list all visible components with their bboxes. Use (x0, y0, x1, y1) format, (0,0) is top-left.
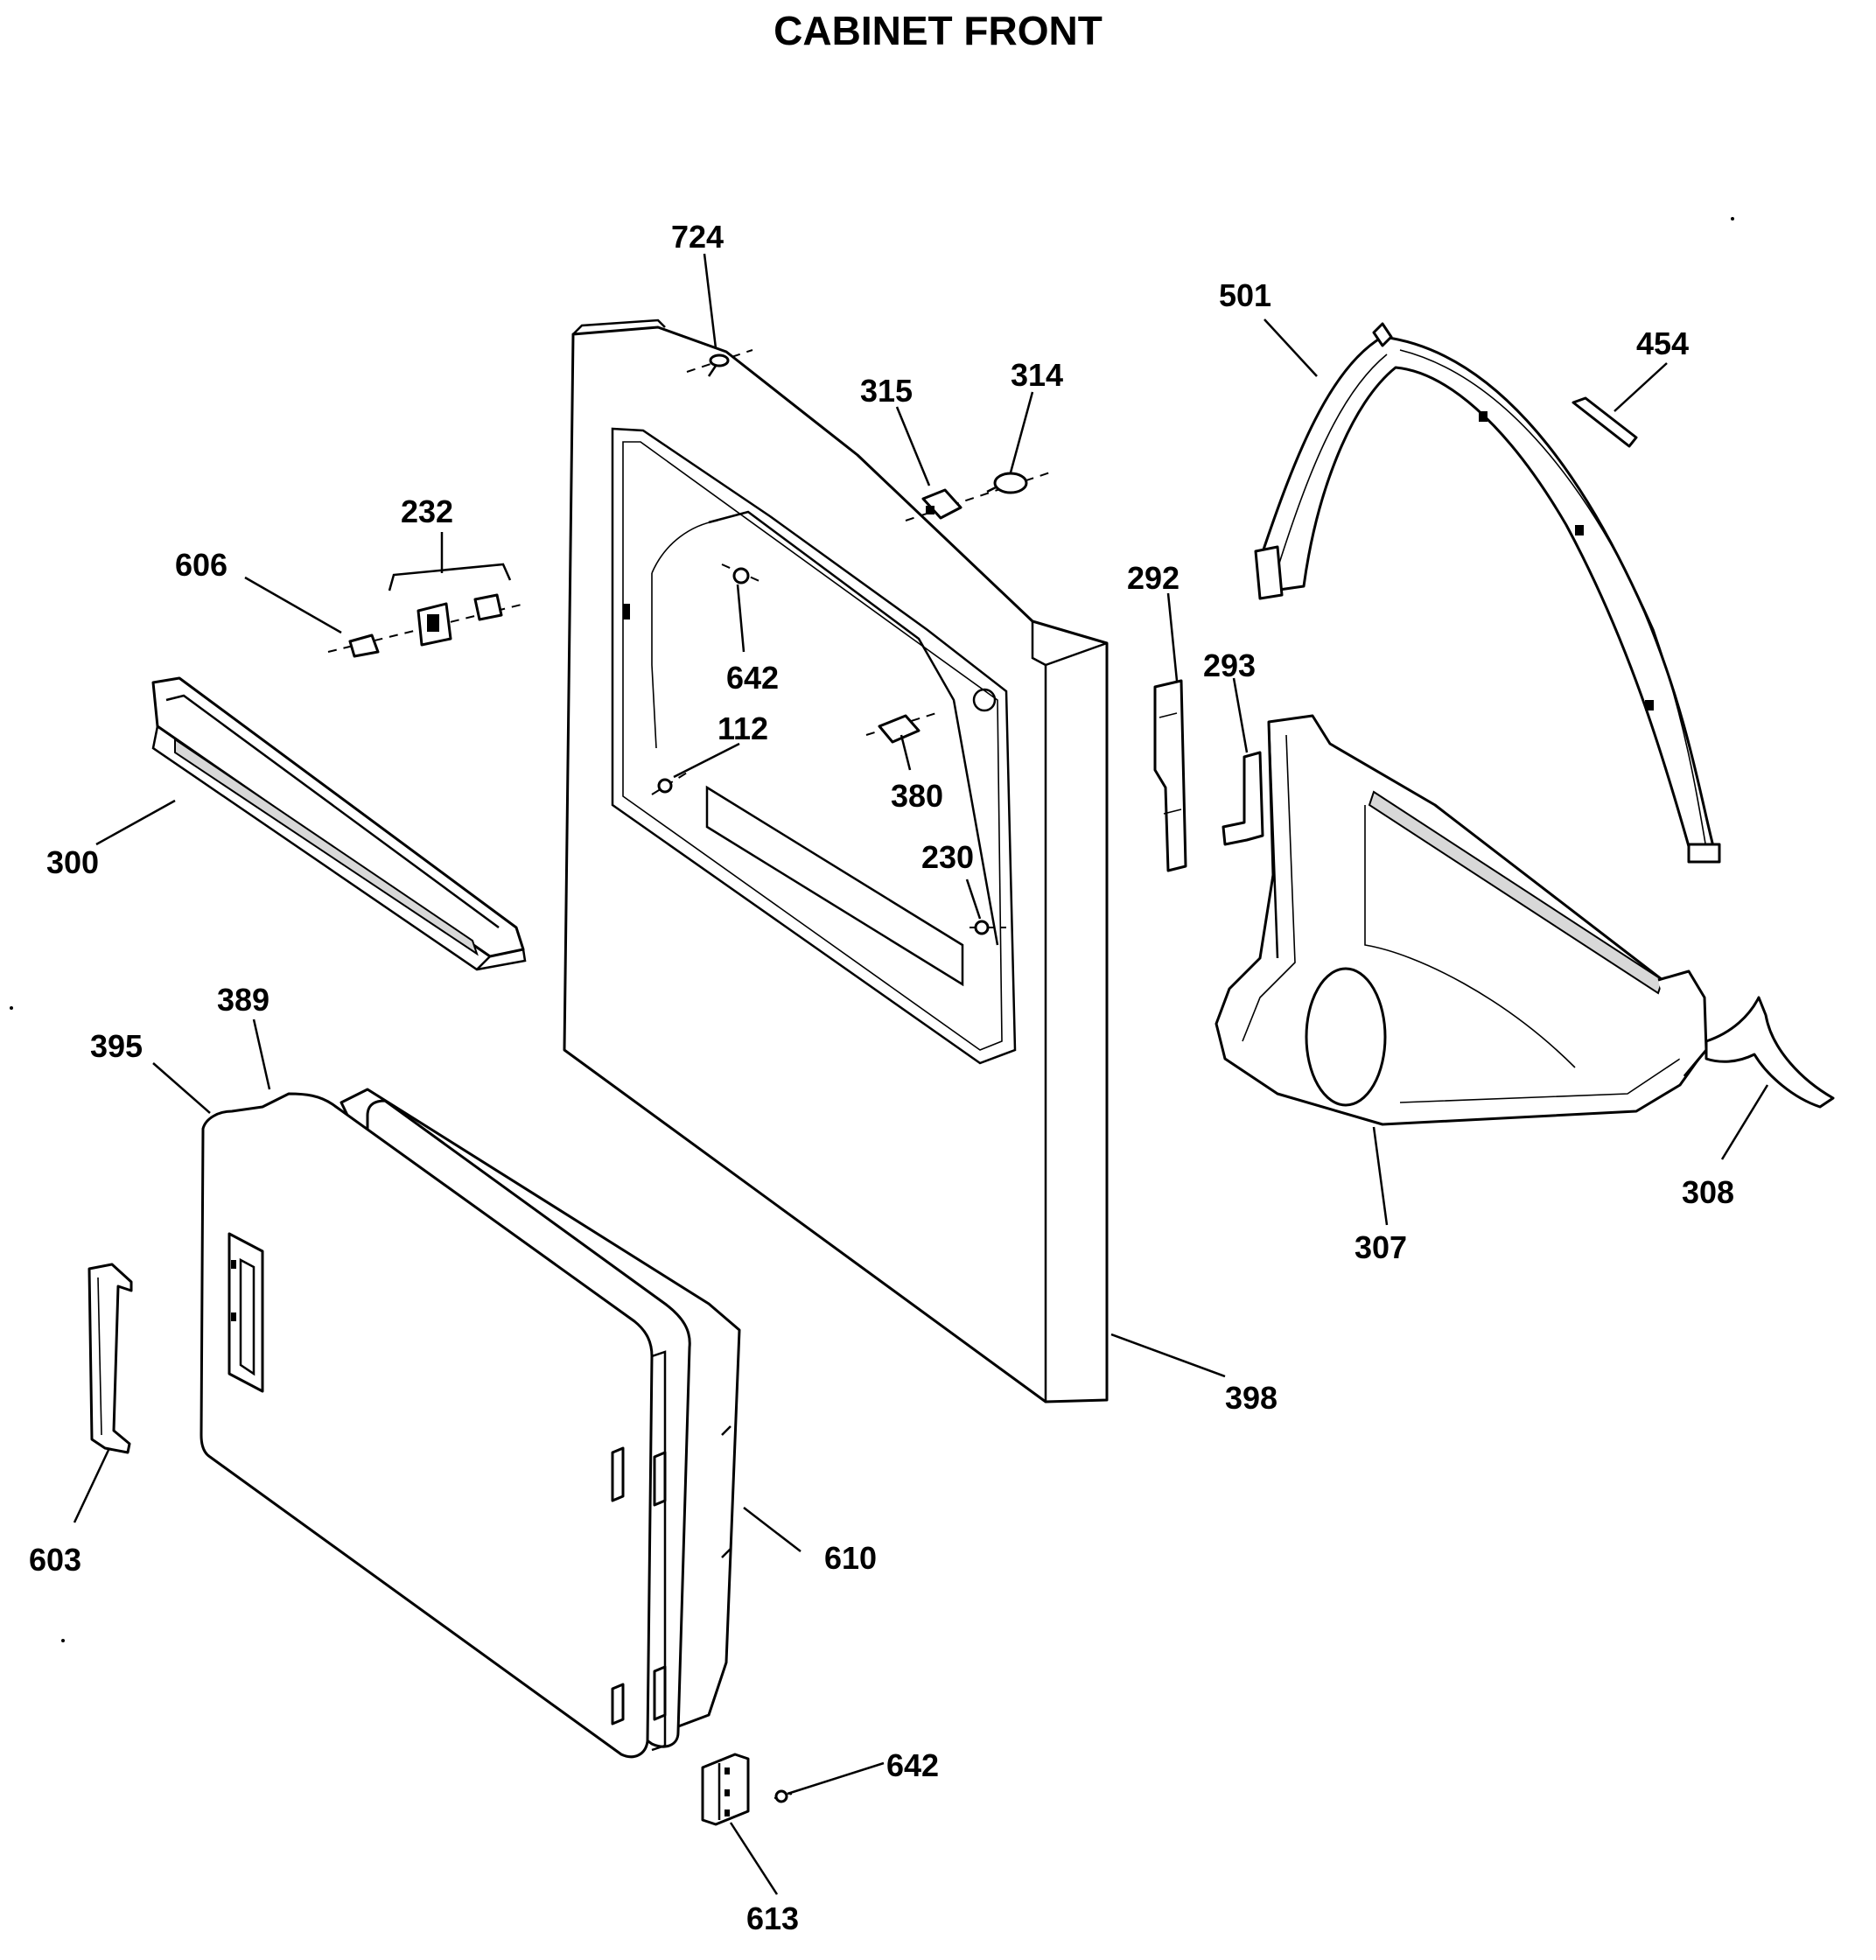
callout-232: 232 (401, 494, 453, 529)
harness-308 (1704, 996, 1835, 1109)
callout-315: 315 (860, 373, 913, 409)
callout-314: 314 (1011, 357, 1063, 393)
callout-642-upper: 642 (726, 660, 779, 696)
handle-603 (88, 1263, 133, 1454)
callout-380: 380 (891, 778, 943, 814)
arc-bracket-501 (1254, 322, 1721, 864)
callout-389: 389 (217, 982, 270, 1018)
callout-labels: 724 315 314 501 454 232 606 292 293 642 … (29, 219, 1734, 1936)
hinge-613 (701, 1753, 793, 1826)
callout-112: 112 (718, 710, 768, 746)
callout-606: 606 (175, 547, 228, 583)
callout-501: 501 (1219, 277, 1271, 313)
leader-lines (73, 253, 1769, 1895)
brackets-292-293 (1153, 679, 1264, 872)
latch-232-606 (327, 563, 526, 658)
callout-292: 292 (1127, 560, 1180, 596)
callout-293: 293 (1203, 648, 1256, 683)
callout-230: 230 (921, 839, 974, 875)
screw-724 (686, 349, 753, 377)
callout-395: 395 (90, 1028, 143, 1064)
callout-724: 724 (671, 219, 724, 255)
callout-308: 308 (1682, 1174, 1734, 1210)
small-fasteners (651, 564, 1006, 935)
clip-454 (1572, 396, 1638, 448)
callout-603: 603 (29, 1542, 81, 1578)
callout-642-lower: 642 (886, 1747, 939, 1783)
front-panel-398 (563, 318, 1109, 1404)
callout-300: 300 (46, 844, 99, 880)
callout-610: 610 (824, 1540, 877, 1576)
duct-307 (1214, 714, 1708, 1126)
callout-613: 613 (746, 1900, 799, 1936)
callout-307: 307 (1354, 1229, 1407, 1265)
switch-315-and-lamp-314 (905, 472, 1051, 522)
callout-398: 398 (1225, 1380, 1278, 1416)
callout-454: 454 (1636, 326, 1689, 361)
console-300 (151, 676, 527, 971)
door-assembly-389-395-610 (200, 1088, 741, 1759)
diagram-title: CABINET FRONT (774, 8, 1102, 53)
